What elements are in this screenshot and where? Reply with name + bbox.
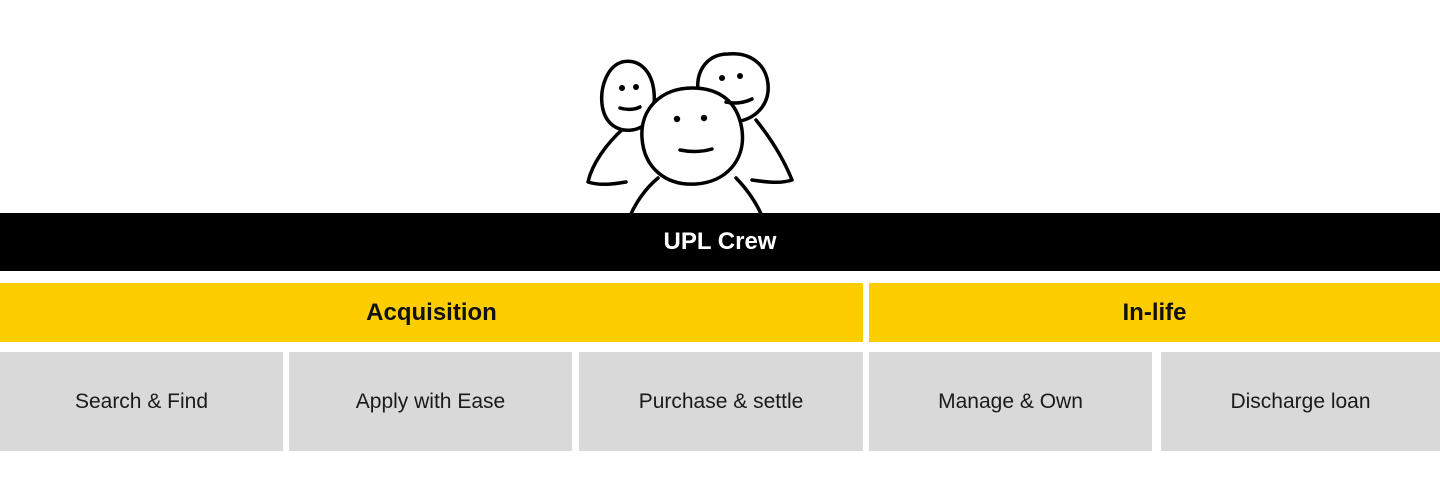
crew-bar: UPL Crew bbox=[0, 213, 1440, 271]
stage-label: Search & Find bbox=[74, 389, 209, 413]
stage-label: Discharge loan bbox=[1230, 389, 1371, 413]
stage-purchase-settle: Purchase & settle bbox=[579, 352, 863, 451]
stage-search-find: Search & Find bbox=[0, 352, 283, 451]
phase-in-life-label: In-life bbox=[1122, 298, 1187, 326]
stage-label: Manage & Own bbox=[938, 389, 1083, 413]
middle-person-head bbox=[640, 86, 745, 186]
stage-label: Apply with Ease bbox=[355, 389, 506, 413]
phase-acquisition-label: Acquisition bbox=[366, 298, 497, 326]
stage-label: Purchase & settle bbox=[638, 389, 804, 413]
crew-people-icon bbox=[580, 46, 800, 216]
phase-acquisition: Acquisition bbox=[0, 283, 863, 342]
right-person-body bbox=[750, 118, 794, 185]
crew-bar-label: UPL Crew bbox=[663, 228, 777, 255]
phase-in-life: In-life bbox=[869, 283, 1440, 342]
left-person-head bbox=[599, 59, 657, 132]
stage-apply-with-ease: Apply with Ease bbox=[289, 352, 572, 451]
stage-discharge-loan: Discharge loan bbox=[1161, 352, 1440, 451]
stage-manage-own: Manage & Own bbox=[869, 352, 1152, 451]
middle-person-body bbox=[628, 176, 764, 216]
left-person-body bbox=[586, 126, 628, 187]
